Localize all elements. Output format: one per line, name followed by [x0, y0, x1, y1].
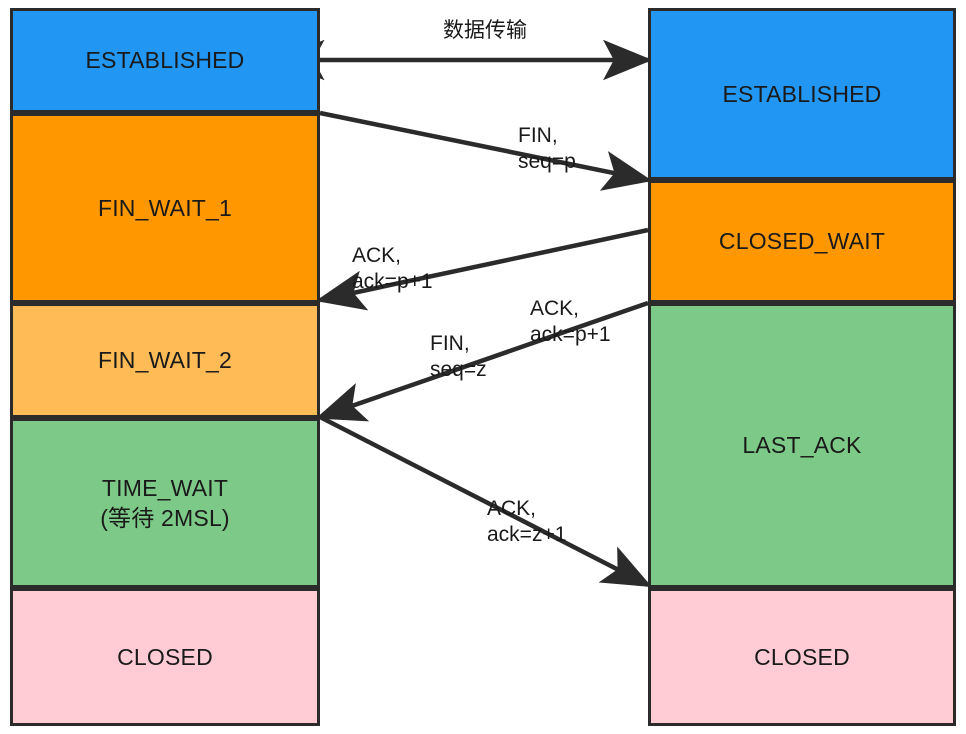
state-box-server-established[interactable]: ESTABLISHED [648, 8, 956, 180]
state-label: FIN_WAIT_1 [97, 194, 233, 221]
edge-label-ack-p-plus-1-second: ACK, ack=p+1 [530, 297, 611, 346]
state-box-server-closed-wait[interactable]: CLOSED_WAIT [648, 180, 956, 303]
edge-label-fin-seq-z: FIN, seq=z [430, 332, 487, 381]
edge-label-fin-seq-p: FIN, seq=p [518, 124, 576, 173]
state-label: ESTABLISHED [85, 47, 245, 74]
edge-label-data-transfer: 数据传输 [443, 19, 527, 42]
state-box-server-last-ack[interactable]: LAST_ACK [648, 303, 956, 588]
edge-label-ack-z-plus-1: ACK, ack=z+1 [487, 497, 567, 546]
state-label: CLOSED [754, 643, 850, 670]
state-label: FIN_WAIT_2 [97, 347, 233, 374]
state-label: CLOSED [117, 643, 213, 670]
state-box-client-fin-wait-2[interactable]: FIN_WAIT_2 [10, 303, 320, 418]
state-box-client-established[interactable]: ESTABLISHED [10, 8, 320, 113]
state-box-client-closed[interactable]: CLOSED [10, 588, 320, 726]
state-label: CLOSED_WAIT [718, 228, 886, 255]
edge-label-ack-p-plus-1-first: ACK, ack=p+1 [352, 244, 433, 293]
state-label: ESTABLISHED [722, 80, 882, 107]
state-box-client-fin-wait-1[interactable]: FIN_WAIT_1 [10, 113, 320, 303]
state-label: LAST_ACK [742, 432, 862, 459]
state-label: TIME_WAIT (等待 2MSL) [100, 474, 230, 531]
state-box-server-closed[interactable]: CLOSED [648, 588, 956, 726]
state-box-client-time-wait[interactable]: TIME_WAIT (等待 2MSL) [10, 418, 320, 588]
